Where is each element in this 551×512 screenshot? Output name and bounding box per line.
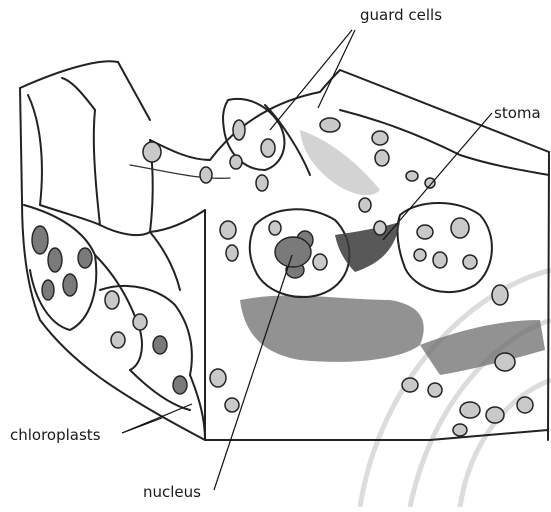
- chloroplasts: [32, 118, 533, 436]
- guard-cells-pointer-1: [270, 30, 352, 130]
- guard-cells-pointer-2: [318, 30, 355, 108]
- mesophyll-cells: [24, 205, 205, 440]
- nucleus-label: nucleus: [143, 485, 201, 500]
- chloroplasts-pointer-2: [122, 418, 162, 433]
- stoma-complex: [223, 99, 492, 297]
- stoma-pointer: [383, 113, 492, 240]
- chloroplasts-label: chloroplasts: [10, 428, 101, 443]
- nucleus-pointer: [214, 255, 292, 490]
- nucleus-shape: [275, 237, 311, 267]
- guard-cells-label: guard cells: [360, 8, 442, 23]
- stoma-label: stoma: [494, 106, 541, 121]
